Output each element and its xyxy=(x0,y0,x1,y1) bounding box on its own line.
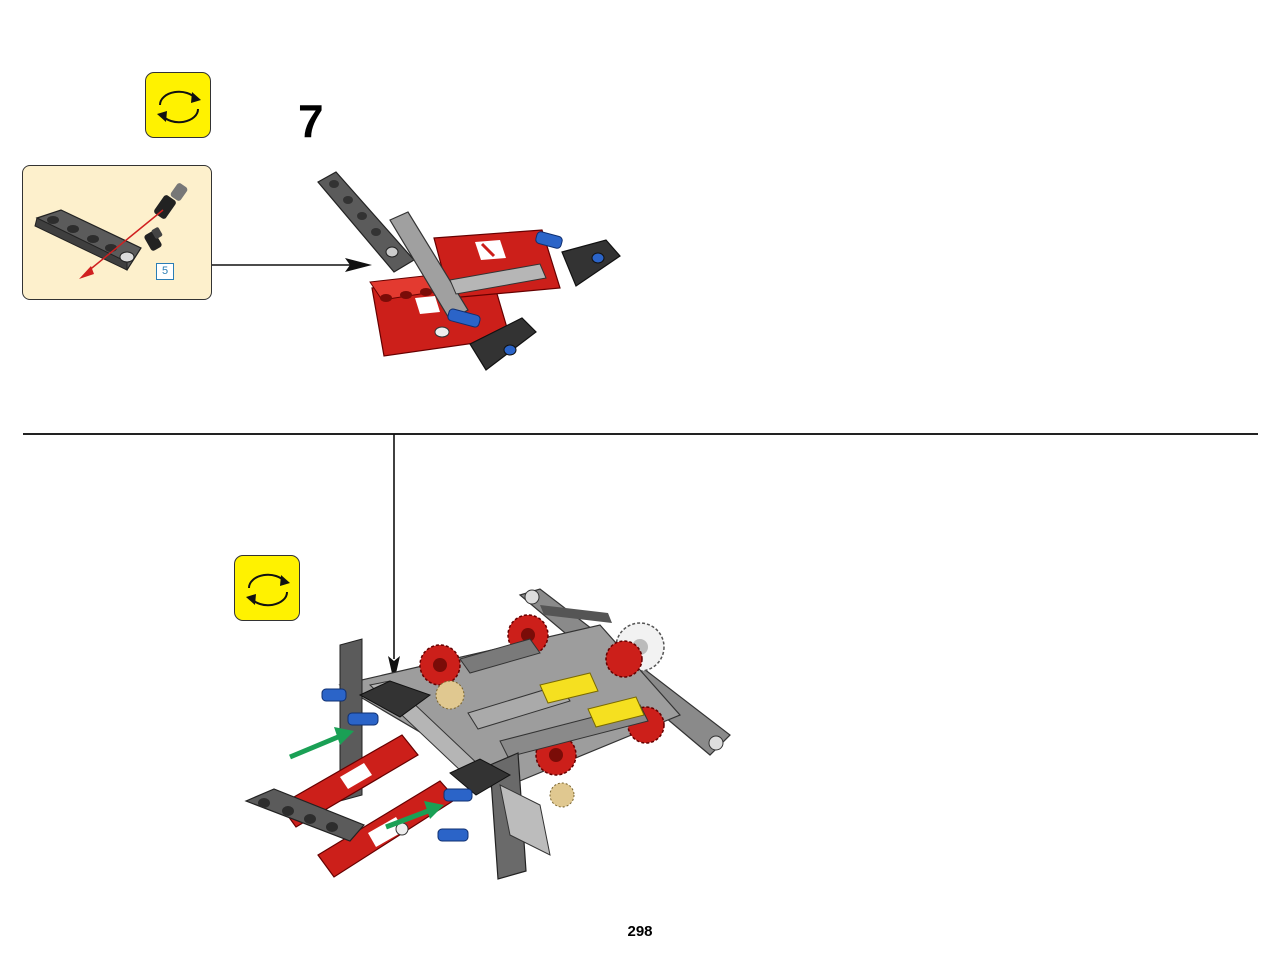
blue-pin xyxy=(347,712,379,726)
rotate-model-icon xyxy=(246,573,290,607)
black-beam-right xyxy=(561,239,621,287)
dark-gray-beam xyxy=(34,209,142,271)
blue-pin-middle xyxy=(447,308,481,328)
blue-pin xyxy=(321,688,347,702)
red-beam-long xyxy=(279,734,419,828)
callout-pointer-arrow xyxy=(212,258,372,272)
rotate-badge-bottom xyxy=(234,555,300,621)
light-gray-beam xyxy=(389,211,547,321)
black-beam-front xyxy=(469,317,537,371)
red-gear xyxy=(605,640,643,678)
rotate-badge-top xyxy=(145,72,211,138)
blue-pin xyxy=(443,788,473,802)
rotate-model-icon xyxy=(157,90,201,124)
black-beam xyxy=(358,680,432,718)
green-insertion-arrow xyxy=(385,801,444,830)
green-insertion-arrow xyxy=(289,727,354,760)
blue-pin xyxy=(437,828,469,842)
tan-gear xyxy=(435,680,465,710)
red-insertion-arrow xyxy=(79,209,164,279)
yellow-shock-absorber xyxy=(587,696,645,728)
step-model-top xyxy=(317,171,621,371)
blue-pin-top xyxy=(535,231,563,249)
black-pin xyxy=(144,227,163,251)
gray-vertical-beam-front xyxy=(489,752,551,880)
black-beam xyxy=(449,758,512,796)
tan-gear xyxy=(549,782,575,808)
red-gear xyxy=(419,644,461,686)
callout-parts-illustration xyxy=(34,183,188,279)
page-number: 298 xyxy=(627,923,653,940)
yellow-shock-absorber xyxy=(539,672,599,704)
assembly-model-bottom xyxy=(244,588,731,880)
part-quantity-box: 5 xyxy=(156,263,174,280)
dark-gray-beam-left xyxy=(244,788,366,842)
placement-arrow-down xyxy=(388,434,400,682)
section-divider xyxy=(23,433,1258,435)
sub-assembly-callout xyxy=(22,165,212,300)
step-number: 7 xyxy=(298,95,324,147)
